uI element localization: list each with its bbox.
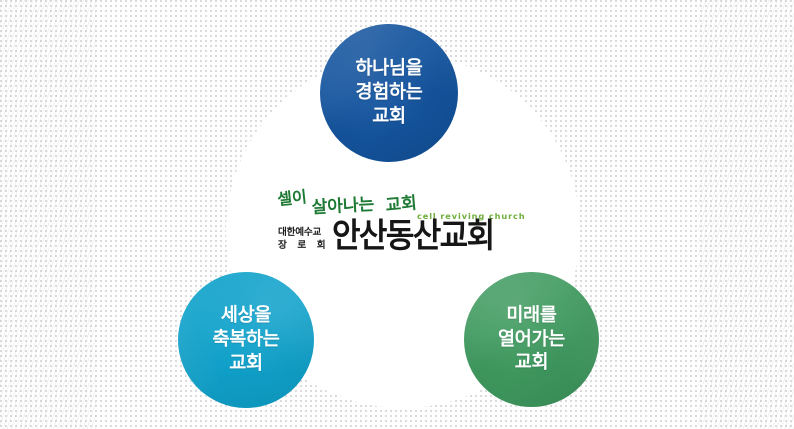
vision-circle-experience-god[interactable]: 하나님을 경험하는 교회 [320,24,458,162]
logo-script-slogan: 셀이 살아나는 교회 [278,186,458,220]
vision-line-2: 경험하는 [355,82,423,104]
svg-text:교회: 교회 [385,193,418,216]
vision-line-2: 열어가는 [498,328,565,350]
vision-circle-open-the-future[interactable]: 미래를 열어가는 교회 [464,272,599,407]
vision-circle-label-group: 미래를 열어가는 교회 [498,304,565,375]
logo-tagline: cell reviving church [417,211,526,221]
denomination-line-2: 장 로 회 [278,240,330,252]
vision-circle-label-group: 세상을 축복하는 교회 [213,304,280,375]
vision-line-2: 축복하는 [212,329,280,351]
church-name: 안산동산교회 [332,216,495,256]
vision-circle-bless-the-world[interactable]: 세상을 축복하는 교회 [178,272,314,408]
vision-line-1: 미래를 [506,304,557,326]
svg-text:셀이: 셀이 [278,187,308,209]
denomination-line-1: 대한예수교 [278,227,322,238]
vision-line-1: 세상을 [220,305,272,327]
svg-text:살아나는: 살아나는 [311,195,375,218]
logo-denomination: 대한예수교 장 로 회 [278,226,329,252]
vision-line-3: 교회 [372,105,406,127]
vision-circle-label-group: 하나님을 경험하는 교회 [356,57,423,128]
vision-line-1: 하나님을 [355,58,423,80]
vision-line-3: 교회 [229,352,263,374]
church-logo[interactable]: 셀이 살아나는 교회 cell reviving church 대한예수교 장 … [270,186,525,268]
vision-line-3: 교회 [514,352,549,374]
